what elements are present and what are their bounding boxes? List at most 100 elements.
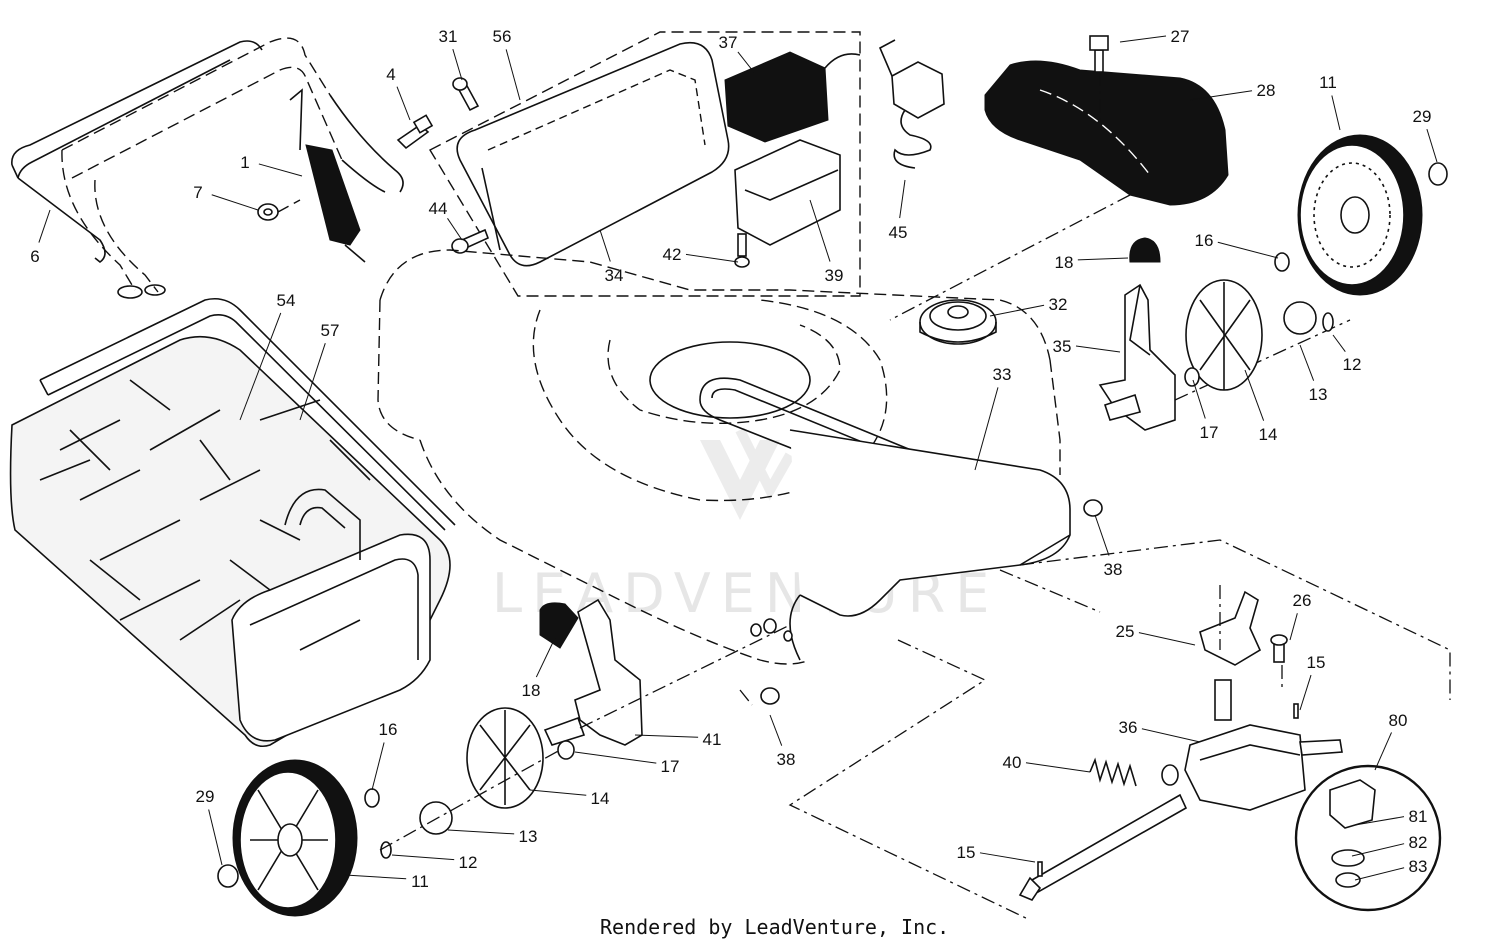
callout-leader <box>1354 867 1405 881</box>
callout-leader <box>211 194 259 211</box>
callout-number: 1 <box>240 153 249 172</box>
callout-number: 56 <box>493 27 512 46</box>
callout-number: 18 <box>1055 253 1074 272</box>
callout-18: 18 <box>1055 253 1129 272</box>
callout-number: 12 <box>1343 355 1362 374</box>
callout-41: 41 <box>634 730 721 749</box>
callout-number: 14 <box>591 789 610 808</box>
mower-deck <box>377 249 1071 665</box>
callout-leader <box>1141 728 1201 743</box>
callout-12: 12 <box>1332 334 1362 374</box>
callout-32: 32 <box>989 295 1068 317</box>
callout-number: 15 <box>957 843 976 862</box>
callout-number: 32 <box>1049 295 1068 314</box>
callout-number: 26 <box>1293 591 1312 610</box>
callout-number: 54 <box>277 291 296 310</box>
callout-leader <box>989 304 1045 317</box>
handle-assembly <box>11 37 434 299</box>
callout-leader <box>974 387 999 471</box>
callout-leader <box>1244 369 1265 421</box>
callout-leader <box>1289 613 1298 641</box>
battery-kit <box>429 31 861 297</box>
callout-number: 13 <box>1309 385 1328 404</box>
callout-44: 44 <box>429 199 463 241</box>
callout-number: 12 <box>459 853 478 872</box>
callout-number: 81 <box>1409 807 1428 826</box>
callout-number: 15 <box>1307 653 1326 672</box>
callout-number: 42 <box>663 245 682 264</box>
callout-leader <box>1217 241 1279 259</box>
callout-37: 37 <box>719 33 761 81</box>
callout-number: 4 <box>386 65 395 84</box>
grass-bag <box>9 297 456 748</box>
callout-leader <box>685 253 739 263</box>
callout-leader <box>1189 90 1253 101</box>
callout-26: 26 <box>1289 591 1312 641</box>
callout-45: 45 <box>889 179 907 242</box>
callout-leader <box>371 742 385 791</box>
callout-54: 54 <box>239 291 296 421</box>
callout-leader <box>1351 843 1405 857</box>
callout-number: 17 <box>1200 423 1219 442</box>
callout-14: 14 <box>529 789 610 808</box>
callout-56: 56 <box>493 27 521 101</box>
callout-number: 39 <box>825 266 844 285</box>
callout-number: 34 <box>605 266 624 285</box>
callout-16: 16 <box>371 720 398 791</box>
callout-leader <box>899 179 906 219</box>
callout-leader <box>1119 35 1167 43</box>
callout-number: 57 <box>321 321 340 340</box>
callout-leader <box>447 829 515 835</box>
callout-number: 28 <box>1257 81 1276 100</box>
pulley-belt <box>919 299 997 345</box>
callout-15: 15 <box>1299 653 1326 711</box>
callout-33: 33 <box>974 365 1011 471</box>
front-wheel-set <box>217 707 575 917</box>
callout-number: 38 <box>1104 560 1123 579</box>
callout-16: 16 <box>1195 231 1279 259</box>
callout-38: 38 <box>1094 514 1123 579</box>
callout-number: 18 <box>522 681 541 700</box>
callout-number: 14 <box>1259 425 1278 444</box>
callout-number: 37 <box>719 33 738 52</box>
callout-6: 6 <box>30 209 51 266</box>
transmission-assembly <box>739 539 1451 921</box>
callout-leader <box>1299 344 1315 381</box>
callout-14: 14 <box>1244 369 1278 444</box>
callout-leader <box>505 49 521 101</box>
callout-11: 11 <box>344 872 429 891</box>
callout-number: 11 <box>411 872 429 891</box>
callout-number: 82 <box>1409 833 1428 852</box>
callout-number: 29 <box>196 787 215 806</box>
callout-number: 16 <box>379 720 398 739</box>
callout-leader <box>208 809 223 866</box>
callout-leader <box>1299 674 1312 711</box>
callout-number: 38 <box>777 750 796 769</box>
callout-leader <box>535 637 556 678</box>
callout-leader <box>452 48 463 81</box>
callout-number: 27 <box>1171 27 1190 46</box>
callout-leader <box>979 852 1036 863</box>
callout-number: 44 <box>429 199 448 218</box>
callout-leader <box>1075 345 1121 353</box>
callout-34: 34 <box>599 229 624 285</box>
callout-leader <box>396 86 411 121</box>
callout-leader <box>599 229 611 262</box>
callout-38: 38 <box>769 714 796 769</box>
callout-leader <box>1192 379 1206 419</box>
callout-83: 83 <box>1354 857 1427 881</box>
callout-17: 17 <box>574 751 679 776</box>
callout-leader <box>1354 816 1405 826</box>
callout-number: 7 <box>193 183 202 202</box>
rear-wheel-set <box>1184 134 1448 391</box>
callout-number: 80 <box>1389 711 1408 730</box>
callout-29: 29 <box>1413 107 1438 163</box>
callout-1: 1 <box>240 153 303 177</box>
callout-number: 11 <box>1319 73 1337 92</box>
callout-leader <box>1138 632 1196 646</box>
callout-leader <box>391 854 455 861</box>
callout-13: 13 <box>447 827 537 846</box>
callout-leader <box>1331 95 1341 131</box>
callout-leader <box>809 199 831 262</box>
